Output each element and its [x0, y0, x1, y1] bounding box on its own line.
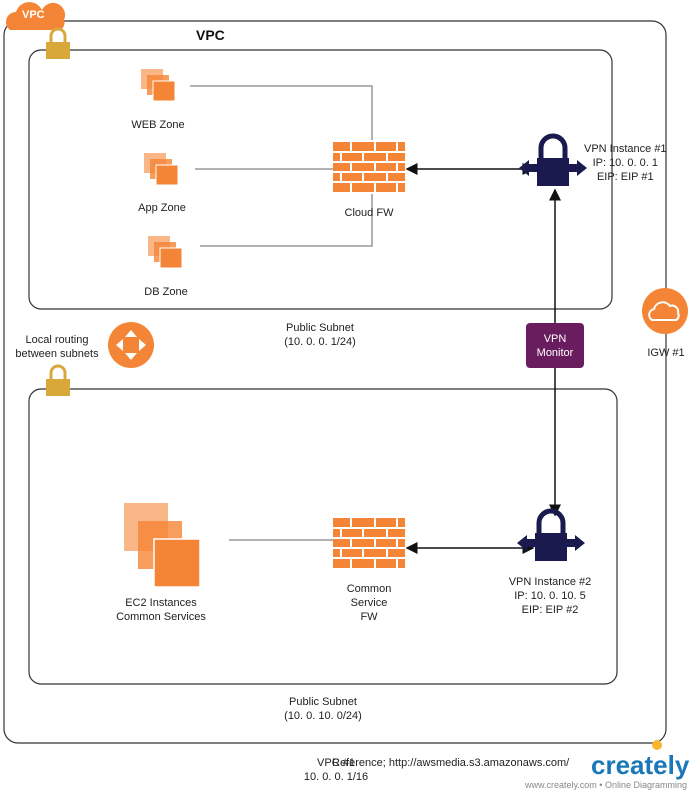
vpc-cloud-icon [6, 2, 66, 31]
creately-subtitle: www.creately.com • Online Diagramming [524, 780, 687, 790]
subnet-1-box [28, 49, 613, 310]
ec2-instances-icon [124, 503, 201, 588]
vpn-instance-1-icon [519, 136, 587, 186]
subnet-2-box [28, 388, 618, 685]
common-firewall-icon [332, 517, 406, 569]
cloud-fw-label: Cloud FW [344, 207, 394, 219]
vpn-monitor-line1: VPN [543, 332, 567, 345]
creately-logo[interactable]: creately www.creately.com • Online Diagr… [525, 748, 690, 794]
router-icon [108, 322, 154, 368]
vpn-instance-2-icon [517, 511, 585, 561]
app-zone-icon [143, 152, 179, 186]
subnet-1-label: Public Subnet(10. 0. 0. 1/24) [284, 322, 356, 348]
vpc-boundary [3, 20, 667, 744]
vpn-monitor-line2: Monitor [536, 346, 574, 359]
vpc-badge: VPC [22, 9, 45, 21]
vpc-title: VPC [196, 27, 225, 43]
lock-icon [44, 27, 72, 61]
igw-label: IGW #1 [647, 347, 685, 359]
igw-cloud-icon [642, 288, 688, 334]
lightbulb-icon [652, 740, 662, 750]
zone-connectors [190, 85, 373, 541]
app-zone-label: App Zone [138, 202, 186, 214]
db-zone-icon [147, 235, 183, 269]
vpn-monitor-box: VPN Monitor [526, 323, 584, 368]
subnet-2-label: Public Subnet(10. 0. 10. 0/24) [284, 696, 362, 722]
db-zone-label: DB Zone [144, 286, 188, 298]
creately-brand: creately [591, 750, 690, 780]
web-zone-label: WEB Zone [131, 119, 185, 131]
web-zone-icon [140, 68, 176, 102]
reference-text: Reference; http://awsmedia.s3.amazonaws.… [332, 757, 570, 769]
lock-icon [44, 364, 72, 398]
cloud-firewall-icon [332, 141, 406, 193]
